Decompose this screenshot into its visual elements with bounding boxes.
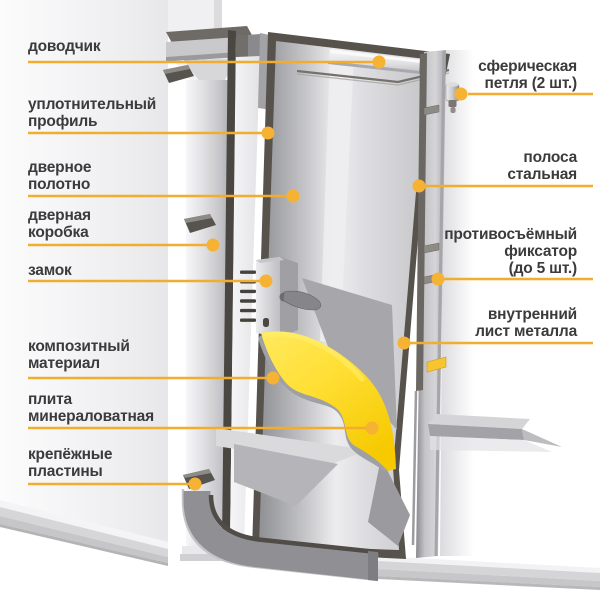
dot-spherical-hinge bbox=[454, 87, 468, 101]
baseboard-right bbox=[378, 556, 600, 590]
steel-strip-part bbox=[416, 53, 427, 391]
dot-seal-profile bbox=[261, 126, 275, 140]
wall-left bbox=[0, 0, 168, 542]
wall-cut-shelf bbox=[428, 414, 530, 429]
dot-door-closer bbox=[372, 55, 386, 69]
mounting-plate-top bbox=[163, 65, 194, 83]
dot-mounting-plates bbox=[188, 477, 202, 491]
label-mounting-plates: крепёжные пластины bbox=[28, 446, 113, 480]
dot-inner-metal-sheet bbox=[397, 336, 411, 350]
label-inner-metal-sheet: внутренний лист металла bbox=[475, 306, 577, 340]
dot-lock bbox=[259, 274, 273, 288]
dot-steel-strip bbox=[412, 179, 426, 193]
wall-shadow bbox=[440, 50, 474, 556]
label-composite-material: композитный материал bbox=[28, 338, 130, 372]
label-seal-profile: уплотнительный профиль bbox=[28, 96, 157, 130]
label-anti-removal-pin: противосъёмный фиксатор (до 5 шт.) bbox=[444, 226, 577, 277]
mounting-plate-middle bbox=[184, 214, 216, 233]
insulation bbox=[258, 331, 396, 472]
baseboard-left bbox=[0, 500, 168, 566]
leader-lines bbox=[28, 60, 593, 486]
keyhole bbox=[263, 318, 269, 327]
label-door-frame: дверная коробка bbox=[28, 207, 91, 241]
label-door-leaf: дверное полотно bbox=[28, 159, 92, 193]
label-lock: замок bbox=[28, 262, 72, 279]
label-door-closer: доводчик bbox=[28, 38, 101, 55]
threshold bbox=[181, 489, 379, 582]
label-steel-strip: полоса стальная bbox=[507, 149, 577, 183]
dot-door-leaf bbox=[286, 189, 300, 203]
hinge-jamb bbox=[411, 50, 562, 558]
dot-mineral-wool-board bbox=[365, 421, 379, 435]
label-spherical-hinge: сферическая петля (2 шт.) bbox=[478, 58, 577, 92]
label-mineral-wool-board: плита минераловатная bbox=[28, 391, 154, 425]
dot-composite-material bbox=[266, 371, 280, 385]
dot-door-frame bbox=[206, 238, 220, 252]
dot-anti-removal-pin bbox=[431, 272, 445, 286]
anti-removal-pin-highlighted bbox=[426, 356, 447, 373]
door-handle bbox=[282, 290, 322, 311]
leader-dots bbox=[188, 55, 468, 491]
